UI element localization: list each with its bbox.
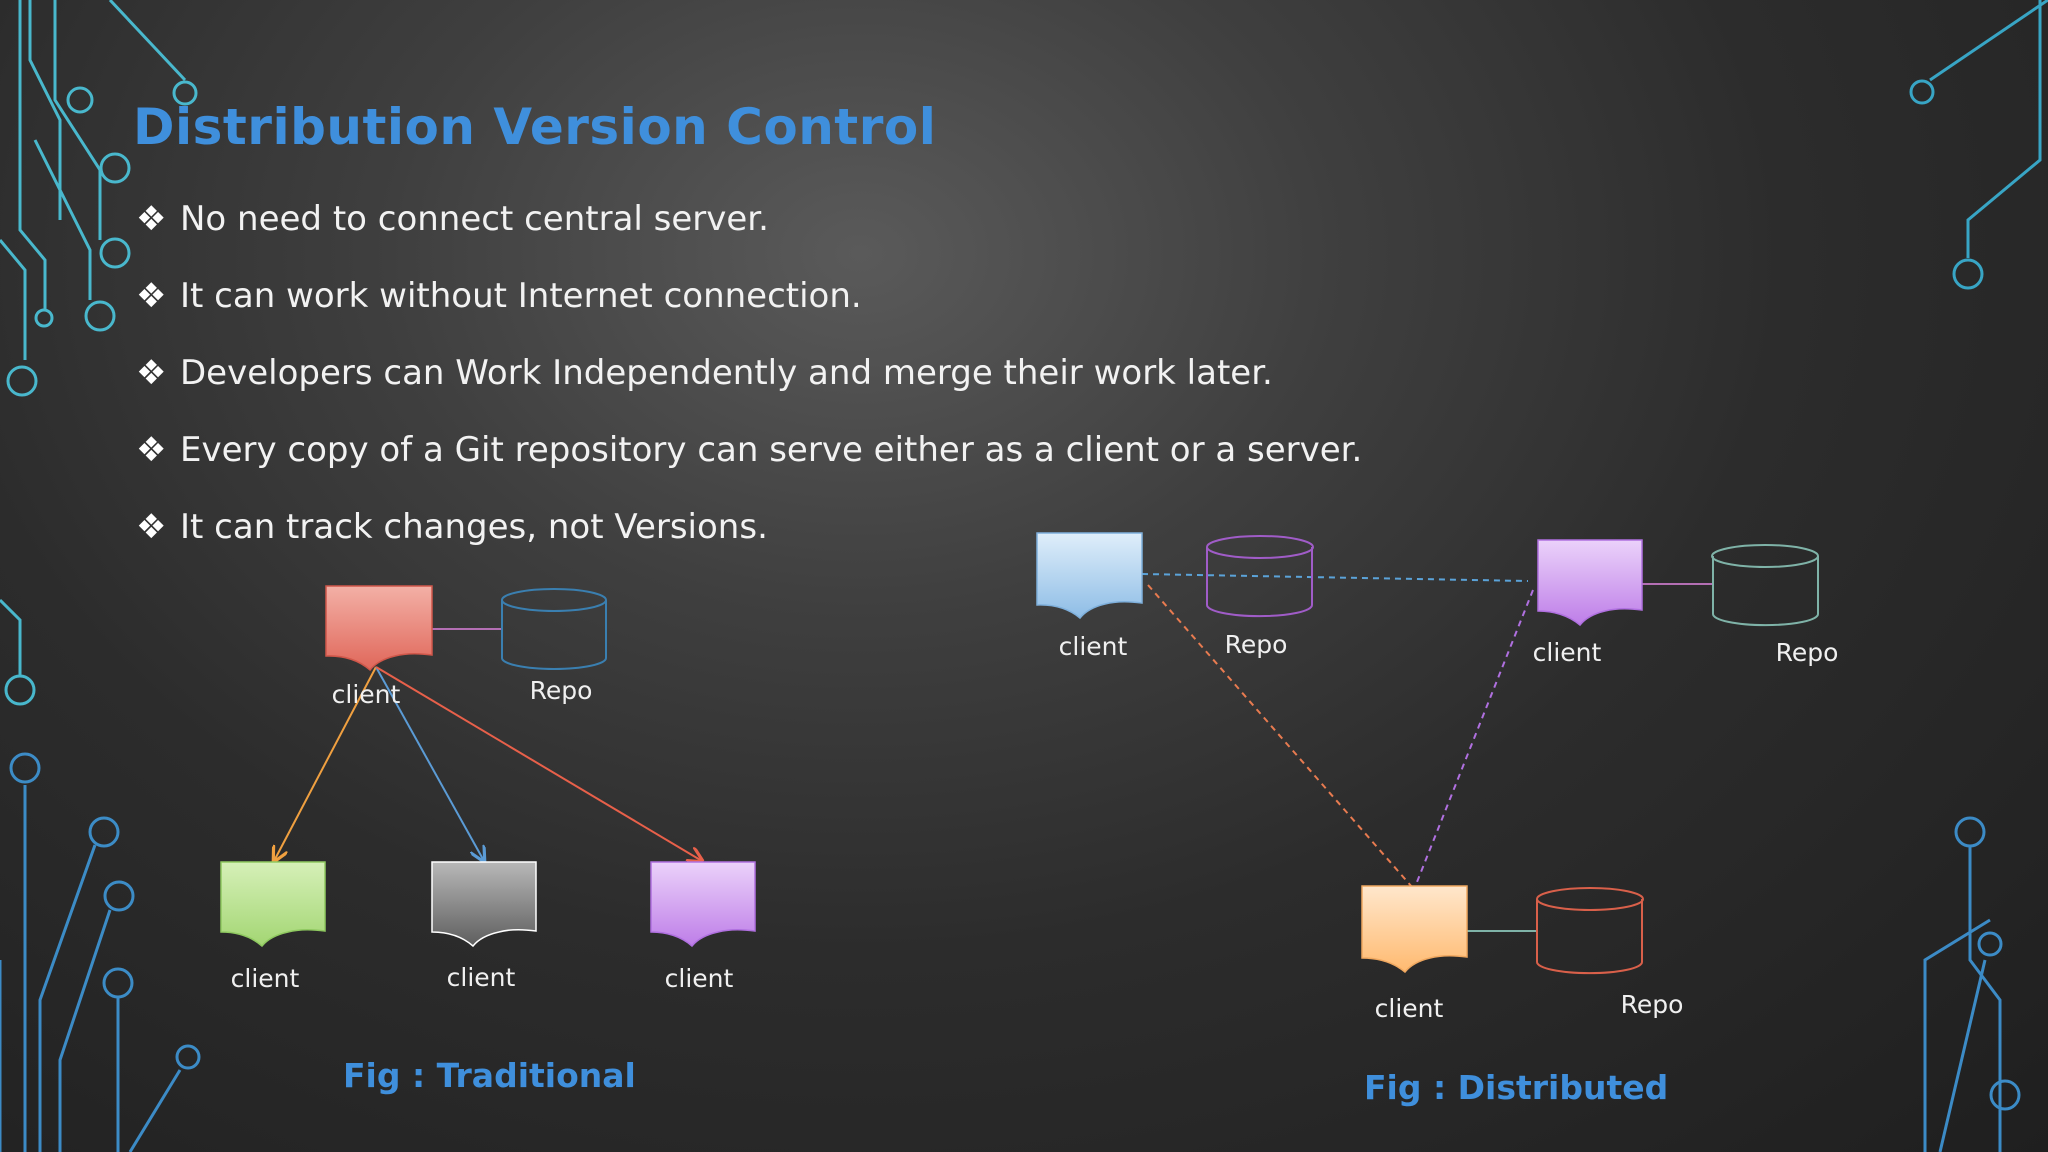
circuit-trace bbox=[1968, 846, 2002, 1152]
circuit-node bbox=[34, 308, 54, 328]
circuit-node bbox=[88, 816, 120, 848]
circuit-trace bbox=[1923, 918, 1991, 1152]
bullet-diamond-icon: ❖ bbox=[136, 352, 167, 393]
bullet-item: ❖ It can track changes, not Versions. bbox=[136, 488, 1362, 565]
client-label-1: client bbox=[230, 964, 300, 993]
arrow-to-client-1 bbox=[274, 666, 377, 861]
traditional-caption: Fig : Traditional bbox=[343, 1056, 636, 1095]
circuit-node bbox=[6, 365, 38, 397]
central-client-label: client bbox=[331, 680, 401, 709]
node-b-client-label: client bbox=[1532, 638, 1602, 667]
client-label-3: client bbox=[664, 964, 734, 993]
circuit-node bbox=[84, 300, 116, 332]
circuit-node bbox=[4, 674, 36, 706]
circuit-trace bbox=[128, 1069, 182, 1152]
bullet-diamond-icon: ❖ bbox=[136, 275, 167, 316]
circuit-trace bbox=[58, 909, 112, 1152]
circuit-trace bbox=[0, 598, 22, 675]
circuit-node bbox=[99, 152, 131, 184]
link-a-b bbox=[1141, 573, 1529, 582]
circuit-node bbox=[1977, 931, 2003, 957]
node-c-client-document bbox=[1361, 885, 1468, 974]
circuit-trace bbox=[33, 139, 92, 300]
node-b-repo-cylinder bbox=[1711, 544, 1819, 627]
bullet-item: ❖ Every copy of a Git repository can serv… bbox=[136, 411, 1362, 488]
circuit-node bbox=[1952, 258, 1984, 290]
circuit-node bbox=[9, 752, 41, 784]
circuit-node bbox=[103, 880, 135, 912]
bullet-text: No need to connect central server. bbox=[180, 198, 769, 239]
arrow-to-client-3 bbox=[375, 666, 702, 861]
client-document-gray bbox=[431, 861, 537, 948]
circuit-trace bbox=[18, 0, 47, 310]
central-client-document bbox=[325, 585, 433, 672]
node-b-client-document bbox=[1537, 539, 1643, 627]
bullet-text: Developers can Work Independently and me… bbox=[180, 352, 1273, 393]
circuit-node bbox=[175, 1044, 201, 1070]
circuit-node bbox=[1989, 1079, 2021, 1111]
circuit-node bbox=[172, 80, 198, 106]
circuit-trace bbox=[38, 844, 97, 1152]
bullet-text: It can track changes, not Versions. bbox=[180, 506, 768, 547]
bullet-diamond-icon: ❖ bbox=[136, 506, 167, 547]
circuit-trace bbox=[0, 239, 27, 360]
bullet-item: ❖ It can work without Internet connection… bbox=[136, 257, 1362, 334]
client-document-purple bbox=[650, 861, 756, 948]
node-b-repo-label: Repo bbox=[1775, 638, 1839, 667]
link-b-c bbox=[1414, 589, 1534, 888]
bullet-diamond-icon: ❖ bbox=[136, 429, 167, 470]
bullet-diamond-icon: ❖ bbox=[136, 198, 167, 239]
circuit-trace bbox=[1966, 0, 2042, 258]
distributed-caption: Fig : Distributed bbox=[1364, 1068, 1669, 1107]
central-repo-cylinder bbox=[501, 588, 607, 670]
bullet-text: It can work without Internet connection. bbox=[180, 275, 862, 316]
circuit-node bbox=[1909, 79, 1935, 105]
link-a-c bbox=[1147, 584, 1413, 888]
circuit-trace bbox=[53, 0, 102, 240]
bullet-list: ❖ No need to connect central server. ❖ It … bbox=[136, 180, 1362, 565]
circuit-trace bbox=[28, 0, 62, 220]
circuit-node bbox=[1954, 816, 1986, 848]
node-a-client-label: client bbox=[1058, 632, 1128, 661]
arrow-to-client-2 bbox=[375, 666, 484, 861]
circuit-node bbox=[66, 86, 94, 114]
circuit-node bbox=[99, 237, 131, 269]
bullet-item: ❖ Developers can Work Independently and m… bbox=[136, 334, 1362, 411]
central-repo-label: Repo bbox=[529, 676, 593, 705]
node-a-repo-label: Repo bbox=[1224, 630, 1288, 659]
circuit-node bbox=[102, 967, 134, 999]
node-c-client-label: client bbox=[1374, 994, 1444, 1023]
node-a-client-document bbox=[1036, 532, 1143, 620]
client-document-green bbox=[220, 861, 326, 948]
slide-title: Distribution Version Control bbox=[133, 98, 937, 156]
client-label-2: client bbox=[446, 963, 516, 992]
node-c-repo-label: Repo bbox=[1620, 990, 1684, 1019]
node-a-repo-cylinder bbox=[1206, 535, 1314, 618]
bullet-item: ❖ No need to connect central server. bbox=[136, 180, 1362, 257]
bullet-text: Every copy of a Git repository can serve… bbox=[180, 429, 1363, 470]
node-c-repo-cylinder bbox=[1536, 887, 1644, 975]
circuit-trace bbox=[1929, 0, 2048, 82]
circuit-trace bbox=[1938, 959, 1987, 1152]
circuit-trace bbox=[108, 0, 187, 82]
